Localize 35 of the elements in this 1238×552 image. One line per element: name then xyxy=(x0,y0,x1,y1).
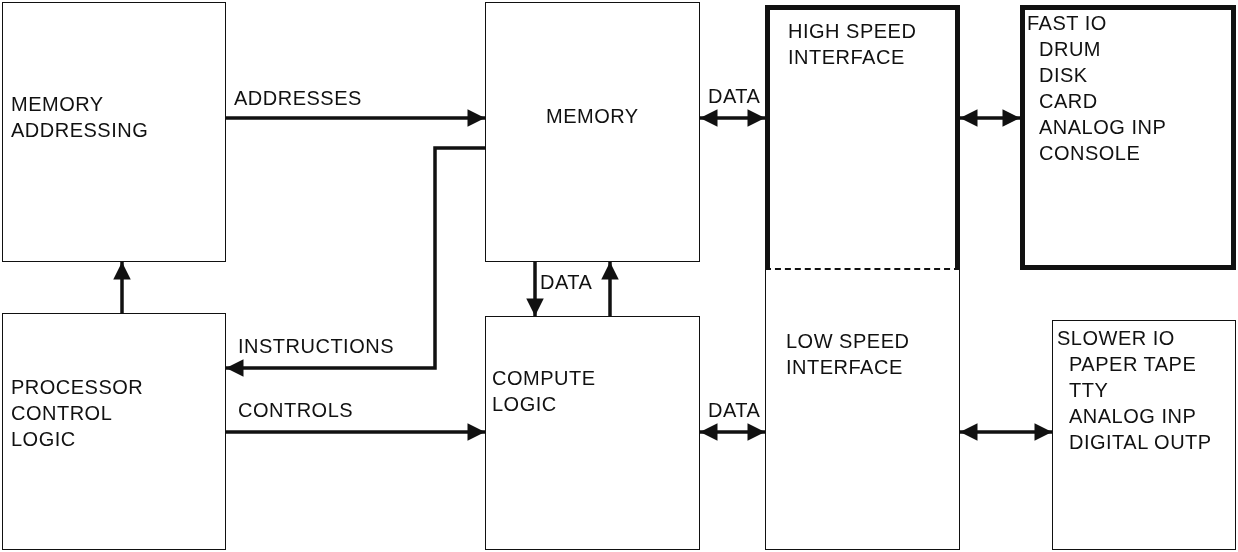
list-item: ANALOG INP xyxy=(1038,115,1168,140)
arrow xyxy=(526,262,544,316)
arrow xyxy=(226,423,485,441)
list-heading: FAST IO xyxy=(1027,11,1108,36)
list-heading: SLOWER IO xyxy=(1057,326,1176,351)
list-item: CONSOLE xyxy=(1038,141,1142,166)
block-box xyxy=(765,270,960,550)
block-label: HIGH SPEED INTERFACE xyxy=(788,19,918,70)
block-label: MEMORY xyxy=(546,104,640,129)
arrow xyxy=(113,262,131,313)
list-item: PAPER TAPE xyxy=(1068,352,1198,377)
list-item: DRUM xyxy=(1038,37,1102,62)
block-box xyxy=(765,5,960,270)
arrow xyxy=(226,146,485,377)
list-item: DISK xyxy=(1038,63,1089,88)
arrow xyxy=(960,109,1020,127)
arrow xyxy=(226,109,485,127)
arrow xyxy=(700,109,765,127)
list-item: ANALOG INP xyxy=(1068,404,1198,429)
arrow xyxy=(700,423,765,441)
list-item: DIGITAL OUTP xyxy=(1068,430,1213,455)
block-label: COMPUTE LOGIC xyxy=(492,366,597,417)
block-label: LOW SPEED INTERFACE xyxy=(786,329,911,380)
block-label: PROCESSOR CONTROL LOGIC xyxy=(11,375,145,452)
block-box xyxy=(485,2,700,262)
arrow xyxy=(960,423,1052,441)
block-box xyxy=(1052,320,1236,550)
block-box xyxy=(1020,5,1236,270)
block-box xyxy=(2,313,226,550)
block-box xyxy=(485,316,700,550)
block-label: MEMORY ADDRESSING xyxy=(11,92,150,143)
list-item: CARD xyxy=(1038,89,1099,114)
block-box xyxy=(2,2,226,262)
arrow xyxy=(601,262,619,316)
list-item: TTY xyxy=(1068,378,1110,403)
